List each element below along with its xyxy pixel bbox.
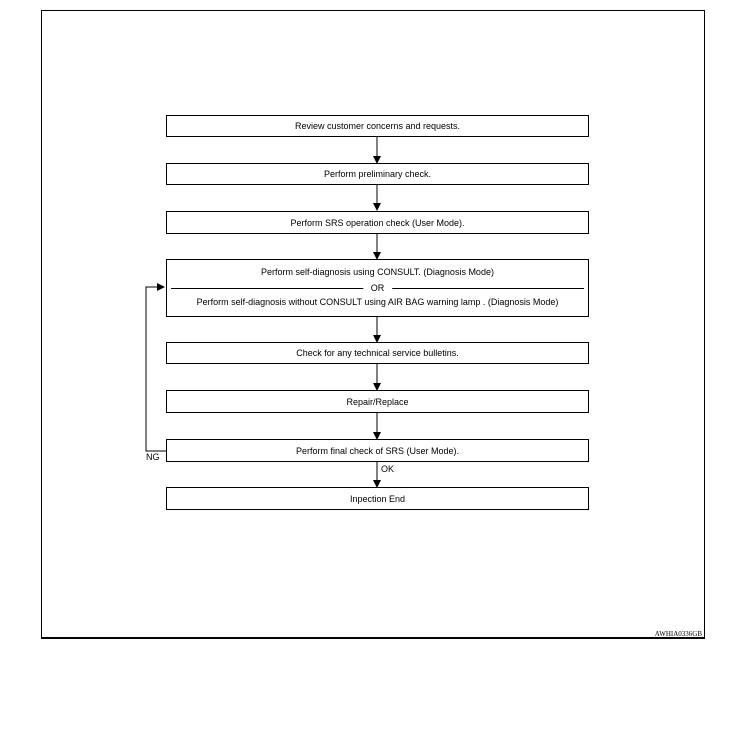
step-inspection-end-text: Inpection End <box>349 493 406 504</box>
step-service-bulletins-text: Check for any technical service bulletin… <box>296 348 459 358</box>
step-self-diagnosis-consult-text: Perform self-diagnosis using CONSULT. (D… <box>261 267 494 277</box>
step-repair-replace: Repair/Replace <box>166 390 589 413</box>
step-final-check-text: Perform final check of SRS (User Mode). <box>295 445 460 456</box>
step-self-diagnosis: Perform self-diagnosis using CONSULT. (D… <box>166 259 589 317</box>
step-preliminary-check-text: Perform preliminary check. <box>323 169 432 179</box>
step-service-bulletins: Check for any technical service bulletin… <box>166 342 589 364</box>
step-operation-check-text: Perform SRS operation check (User Mode). <box>290 217 465 228</box>
figure-code: AWHIA0336GB <box>654 630 702 638</box>
step-review-concerns: Review customer concerns and requests. <box>166 115 589 137</box>
figure-frame <box>41 10 705 639</box>
step-inspection-end: Inpection End <box>166 487 589 510</box>
step-repair-replace-text: Repair/Replace <box>346 396 409 407</box>
step-review-concerns-text: Review customer concerns and requests. <box>294 121 461 131</box>
or-separator: OR <box>167 282 588 294</box>
step-preliminary-check: Perform preliminary check. <box>166 163 589 185</box>
ng-branch-label: NG <box>146 452 160 462</box>
ng-loop-arrow <box>145 283 166 452</box>
step-operation-check: Perform SRS operation check (User Mode). <box>166 211 589 234</box>
step-final-check: Perform final check of SRS (User Mode). <box>166 439 589 462</box>
or-label: OR <box>362 282 393 294</box>
ok-branch-label: OK <box>381 464 395 474</box>
step-self-diagnosis-lamp-text: Perform self-diagnosis without CONSULT u… <box>196 297 559 307</box>
